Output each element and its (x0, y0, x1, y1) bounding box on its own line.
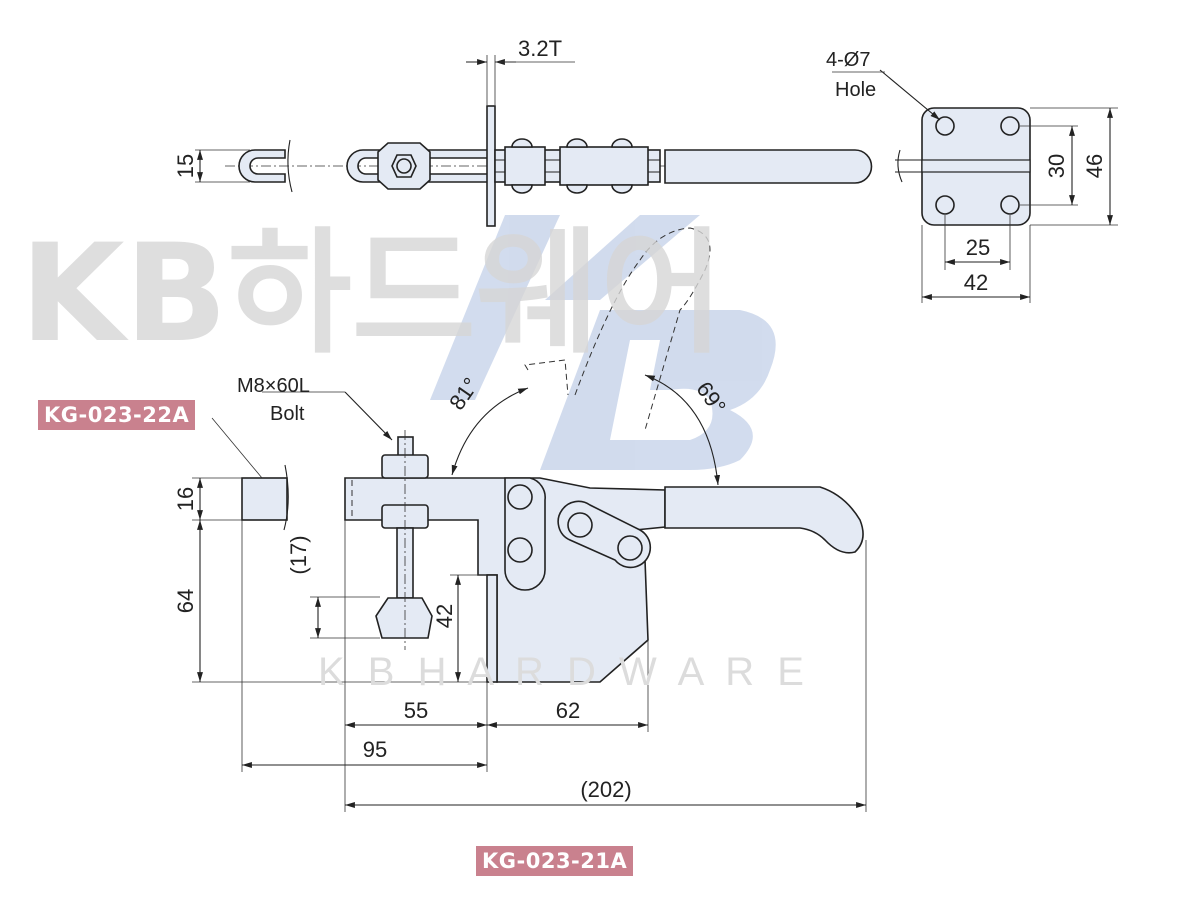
dim-spindle-height: 42 (432, 604, 457, 628)
dim-arm-length: 95 (363, 737, 387, 762)
top-view (225, 69, 1031, 227)
model-tag-upper: KG-023-22A (38, 400, 196, 430)
korean-watermark: KB하드웨어 (20, 215, 724, 372)
dim-thickness: 3.2T (518, 36, 562, 61)
hole-spec: 4-Ø7 (826, 49, 870, 71)
english-watermark: K B H A R D W A R E (318, 650, 810, 694)
bolt-spec: M8×60L (237, 375, 310, 397)
dim-base-to-pivot: 55 (404, 698, 428, 723)
dim-pivot-to-end: 62 (556, 698, 580, 723)
bolt-label: Bolt (270, 403, 305, 425)
mounting-holes (935, 116, 1020, 215)
dim-arm-height: 16 (173, 487, 198, 511)
dim-spindle-ref: (17) (286, 535, 311, 574)
side-view (211, 227, 864, 683)
dim-u-height: 15 (173, 154, 198, 178)
dim-hole-pitch-v: 30 (1044, 154, 1069, 178)
dim-overall-length: (202) (580, 777, 631, 802)
hole-label: Hole (835, 79, 876, 101)
model-tag-lower: KG-023-21A (476, 846, 634, 876)
dim-plate-height: 46 (1082, 154, 1107, 178)
dim-hole-pitch-h: 25 (966, 235, 990, 260)
dim-base-height: 64 (173, 589, 198, 613)
dim-plate-width: 42 (964, 270, 988, 295)
